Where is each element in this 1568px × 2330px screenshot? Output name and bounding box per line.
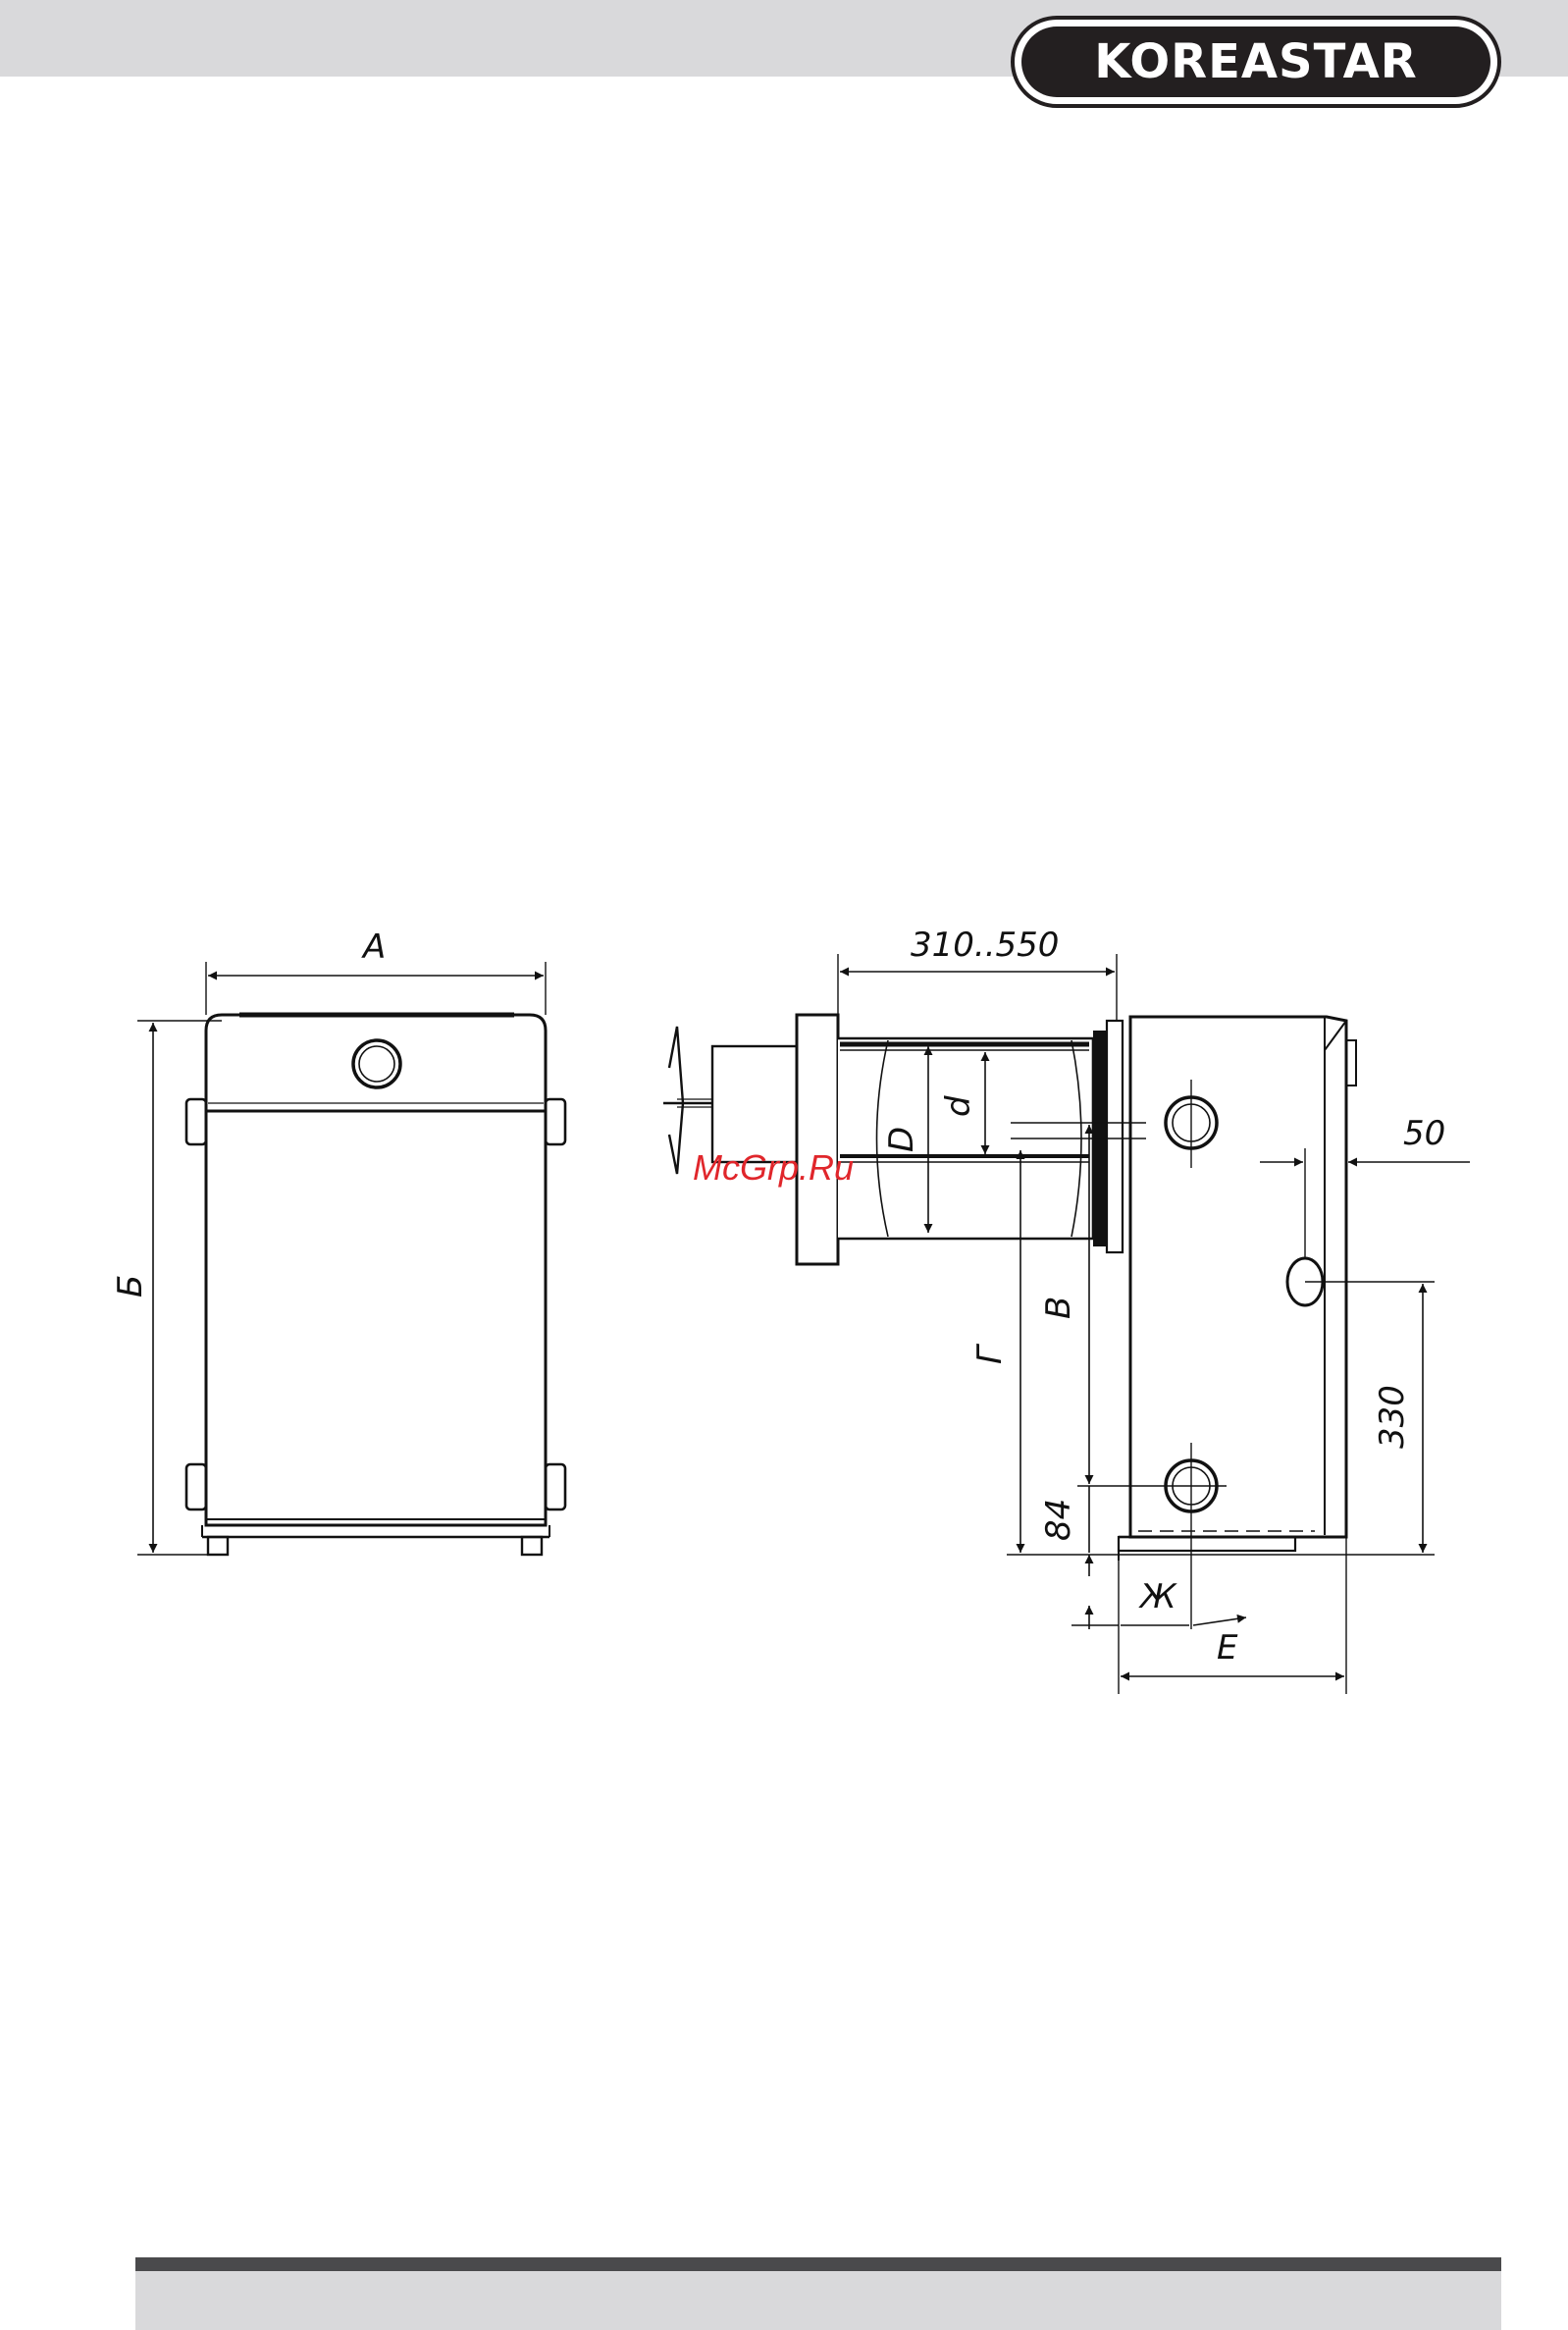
side-view [663,954,1470,1694]
dim-label-d-inner: d [939,1095,978,1117]
dim-label-330: 330 [1373,1385,1412,1449]
dim-label-g: Г [970,1343,1010,1364]
dim-label-v: В [1039,1297,1078,1319]
dim-label-d-outer: D [882,1127,921,1152]
footer-band [135,2271,1501,2330]
dim-label-84: 84 [1039,1499,1078,1541]
dim-label-b: Б [111,1275,150,1297]
dim-label-50: 50 [1403,1114,1445,1153]
dim-label-a: А [361,927,386,967]
dim-label-zh: Ж [1138,1577,1177,1616]
footer-rule [135,2257,1501,2271]
front-view [137,962,565,1555]
side-view-body [1130,1017,1346,1537]
dim-label-e: Е [1217,1628,1238,1668]
chimney-flange [797,1015,838,1264]
front-view-body [206,1015,546,1525]
watermark-text: McGrp.Ru [693,1147,854,1188]
dim-label-310-550: 310..550 [911,926,1059,965]
